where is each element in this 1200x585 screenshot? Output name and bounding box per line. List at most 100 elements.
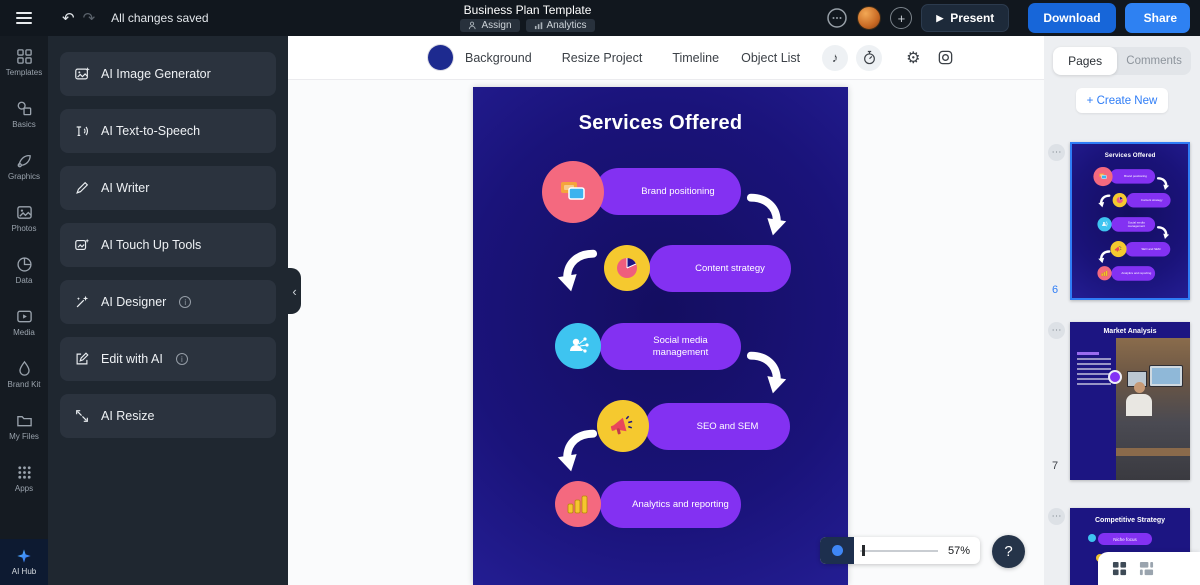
thumb-title: Market Analysis <box>1070 328 1190 335</box>
slide-title[interactable]: Services Offered <box>473 112 848 135</box>
rail-label: Photos <box>12 224 37 233</box>
slide[interactable]: Services Offered Brand positioning Conte… <box>473 87 848 585</box>
grid-view-icon[interactable] <box>1112 561 1127 576</box>
undo-icon[interactable]: ↶ <box>62 9 75 27</box>
background-color-swatch[interactable] <box>428 45 453 70</box>
service-pill[interactable]: Content strategy <box>1127 193 1171 208</box>
analytics-reporting-circle[interactable] <box>1097 266 1111 280</box>
sidebar-item-my-files[interactable]: My Files <box>0 400 48 452</box>
sidebar-item-apps[interactable]: Apps <box>0 452 48 504</box>
service-pill[interactable]: Brand positioning <box>595 168 741 215</box>
pie-chart-icon <box>16 256 33 273</box>
present-button[interactable]: ▶ Present <box>921 4 1009 32</box>
avatar[interactable] <box>857 6 881 30</box>
page-7-more-icon[interactable]: ⋯ <box>1048 322 1065 339</box>
info-icon[interactable]: i <box>179 296 191 308</box>
service-pill[interactable]: Social media management <box>1111 217 1155 232</box>
social-media-circle[interactable] <box>1097 217 1111 231</box>
resize-arrows-icon <box>74 408 90 424</box>
redo-icon[interactable]: ↷ <box>83 9 96 27</box>
curved-arrow-icon[interactable] <box>1156 226 1170 240</box>
ai-item-label: AI Text-to-Speech <box>101 124 200 138</box>
ai-item-label: Edit with AI <box>101 352 163 366</box>
seo-sem-circle[interactable] <box>597 400 649 452</box>
network-people-icon <box>1101 220 1109 228</box>
list-view-icon[interactable] <box>1139 561 1154 576</box>
share-button[interactable]: Share <box>1125 3 1190 33</box>
create-new-button[interactable]: + Create New <box>1076 88 1168 113</box>
ai-designer-item[interactable]: AI Designer i <box>60 280 276 324</box>
timeline-button[interactable]: Timeline <box>672 51 719 65</box>
add-member-icon[interactable]: + <box>890 7 912 29</box>
curved-arrow-icon[interactable] <box>1098 194 1112 208</box>
page-6-more-icon[interactable]: ⋯ <box>1048 144 1065 161</box>
service-pill[interactable]: Brand positioning <box>1110 169 1155 184</box>
feedback-icon[interactable] <box>826 7 848 29</box>
canvas-area[interactable]: Services Offered Brand positioning Conte… <box>288 80 1044 585</box>
background-button[interactable]: Background <box>465 51 532 65</box>
assign-label: Assign <box>481 20 511 31</box>
analytics-button[interactable]: Analytics <box>526 19 595 32</box>
brand-positioning-circle[interactable] <box>1093 167 1112 186</box>
tab-pages[interactable]: Pages <box>1053 47 1117 75</box>
page-thumbnail-6[interactable]: Services Offered Brand positioning Conte… <box>1070 142 1190 300</box>
gear-icon[interactable]: ⚙ <box>906 48 920 68</box>
analytics-reporting-circle[interactable] <box>555 481 601 527</box>
resize-project-button[interactable]: Resize Project <box>562 51 643 65</box>
preview-frame-icon[interactable] <box>937 49 955 67</box>
slide-title[interactable]: Services Offered <box>1072 152 1188 159</box>
sidebar-item-graphics[interactable]: Graphics <box>0 140 48 192</box>
music-note-icon: ♪ <box>832 50 839 65</box>
download-button[interactable]: Download <box>1028 3 1115 33</box>
content-strategy-circle[interactable] <box>1113 193 1127 207</box>
zoom-slider-origin[interactable] <box>820 537 854 564</box>
curved-arrow-icon[interactable] <box>557 249 601 293</box>
sidebar-item-ai-hub[interactable]: AI Hub <box>0 539 48 585</box>
sidebar-item-basics[interactable]: Basics <box>0 88 48 140</box>
ai-touch-up-item[interactable]: AI Touch Up Tools <box>60 223 276 267</box>
content-strategy-circle[interactable] <box>604 245 650 291</box>
panel-collapse-handle[interactable]: ‹ <box>288 268 301 314</box>
service-pill[interactable]: Analytics and reporting <box>600 481 741 528</box>
timer-button[interactable] <box>856 45 882 71</box>
service-pill[interactable]: Social media management <box>600 323 741 370</box>
sidebar-item-data[interactable]: Data <box>0 244 48 296</box>
ai-writer-item[interactable]: AI Writer <box>60 166 276 210</box>
sidebar-item-templates[interactable]: Templates <box>0 36 48 88</box>
zoom-dot-icon <box>832 545 843 556</box>
sidebar-item-brand-kit[interactable]: Brand Kit <box>0 348 48 400</box>
sidebar-item-photos[interactable]: Photos <box>0 192 48 244</box>
page-8-more-icon[interactable]: ⋯ <box>1048 508 1065 525</box>
service-pill[interactable]: Analytics and reporting <box>1111 266 1155 281</box>
curved-arrow-icon[interactable] <box>1156 177 1170 191</box>
curved-arrow-icon[interactable] <box>743 193 787 237</box>
audio-button[interactable]: ♪ <box>822 45 848 71</box>
curved-arrow-icon[interactable] <box>557 429 601 473</box>
rail-label: Basics <box>12 120 36 129</box>
magic-wand-icon <box>74 294 90 310</box>
service-pill[interactable]: Content strategy <box>649 245 791 292</box>
curved-arrow-icon[interactable] <box>743 351 787 395</box>
ai-text-to-speech-item[interactable]: AI Text-to-Speech <box>60 109 276 153</box>
brand-positioning-circle[interactable] <box>542 161 604 223</box>
ai-image-generator-item[interactable]: AI Image Generator <box>60 52 276 96</box>
seo-sem-circle[interactable] <box>1110 241 1126 257</box>
tab-comments[interactable]: Comments <box>1117 47 1191 75</box>
curved-arrow-icon[interactable] <box>1098 250 1112 264</box>
zoom-slider-handle[interactable] <box>862 545 865 556</box>
service-pill[interactable]: SEO and SEM <box>645 403 790 450</box>
ai-resize-item[interactable]: AI Resize <box>60 394 276 438</box>
edit-with-ai-item[interactable]: Edit with AI i <box>60 337 276 381</box>
sidebar-item-media[interactable]: Media <box>0 296 48 348</box>
assign-button[interactable]: Assign <box>460 19 519 32</box>
page-thumbnail-7[interactable]: Market Analysis <box>1070 322 1190 480</box>
help-button[interactable]: ? <box>992 535 1025 568</box>
page-6-thumb-slide[interactable]: Services Offered Brand positioning Conte… <box>1072 144 1188 298</box>
service-pill[interactable]: SEO and SEM <box>1125 242 1170 257</box>
menu-icon[interactable] <box>0 0 48 36</box>
object-list-button[interactable]: Object List <box>741 51 800 65</box>
info-icon[interactable]: i <box>176 353 188 365</box>
social-media-circle[interactable] <box>555 323 601 369</box>
zoom-slider-track[interactable] <box>854 537 946 564</box>
touch-up-icon <box>74 237 90 253</box>
